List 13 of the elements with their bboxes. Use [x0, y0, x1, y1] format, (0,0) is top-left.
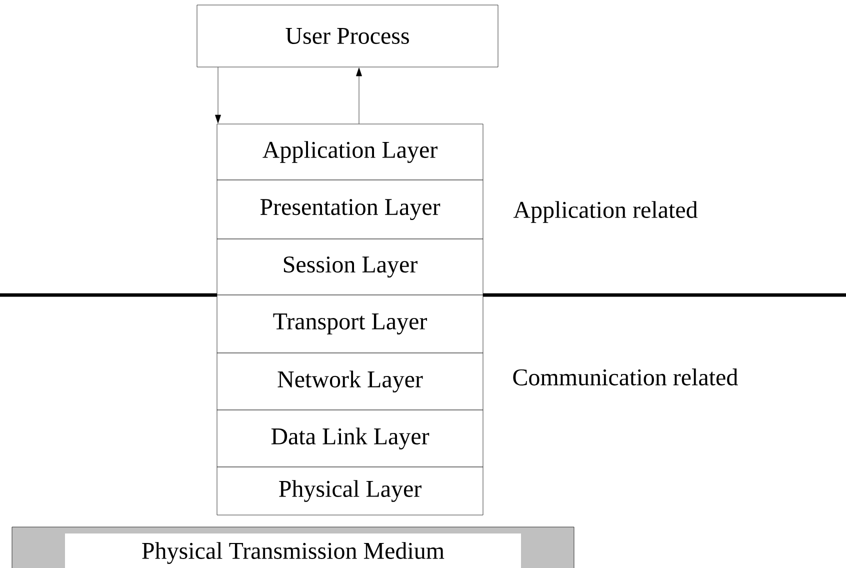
- medium-box: Physical Transmission Medium: [12, 526, 574, 568]
- arrow: [215, 67, 221, 124]
- arrow: [356, 68, 362, 124]
- layer-box: Data Link Layer: [216, 410, 484, 468]
- process-box: User Process: [196, 4, 498, 68]
- layer-box: Transport Layer: [216, 294, 484, 354]
- layer-box: Presentation Layer: [216, 180, 484, 240]
- layer-box: Physical Layer: [216, 466, 484, 516]
- side-label: Communication related: [513, 368, 738, 386]
- layer-box: Application Layer: [216, 124, 484, 180]
- layer-box: Session Layer: [216, 238, 484, 296]
- side-label: Application related: [513, 201, 698, 223]
- layer-box: Network Layer: [216, 352, 484, 410]
